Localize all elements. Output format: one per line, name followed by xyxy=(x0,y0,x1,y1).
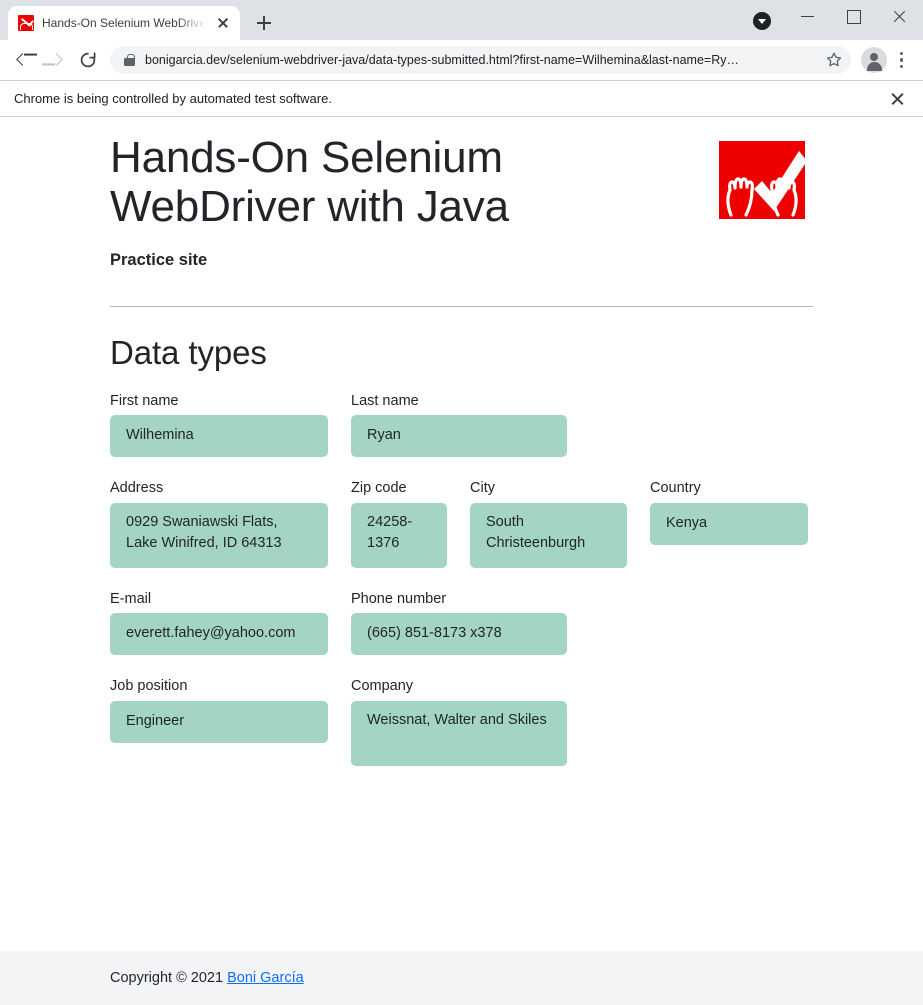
new-tab-button[interactable] xyxy=(250,9,278,37)
close-icon[interactable] xyxy=(214,14,232,32)
value-phone-number[interactable]: (665) 851-8173 x378 xyxy=(351,613,567,656)
label-company: Company xyxy=(351,678,414,695)
tab-strip: Hands-On Selenium WebDriver w xyxy=(0,0,923,40)
bookmark-star-icon[interactable] xyxy=(821,47,847,73)
label-country: Country xyxy=(650,480,701,497)
browser-toolbar: bonigarcia.dev/selenium-webdriver-java/d… xyxy=(0,40,923,80)
profile-avatar[interactable] xyxy=(861,47,887,73)
field-zip-code: Zip code 24258-1376 xyxy=(351,481,447,568)
data-types-form: First name Wilhemina Last name Ryan Addr… xyxy=(110,394,813,766)
value-zip-code[interactable]: 24258-1376 xyxy=(351,502,447,568)
forward-icon[interactable] xyxy=(40,44,72,76)
field-city: City South Christeenburgh xyxy=(470,481,627,568)
download-chevron-icon[interactable] xyxy=(753,12,771,30)
minimize-icon[interactable] xyxy=(785,0,831,32)
value-company[interactable]: Weissnat, Walter and Skiles xyxy=(351,700,567,766)
form-row: First name Wilhemina Last name Ryan xyxy=(110,394,813,458)
secure-lock-icon xyxy=(124,53,135,67)
hands-on-selenium-logo-icon xyxy=(719,141,805,219)
label-e-mail: E-mail xyxy=(110,590,152,607)
field-phone-number: Phone number (665) 851-8173 x378 xyxy=(351,592,567,656)
value-first-name[interactable]: Wilhemina xyxy=(110,415,328,458)
window-close-icon[interactable] xyxy=(877,0,923,32)
field-last-name: Last name Ryan xyxy=(351,394,567,458)
value-e-mail[interactable]: everett.fahey@yahoo.com xyxy=(110,613,328,656)
field-e-mail: E-mail everett.fahey@yahoo.com xyxy=(110,592,328,656)
label-address: Address xyxy=(110,480,164,497)
page-footer: Copyright © 2021 Boni García xyxy=(0,951,923,1005)
label-last-name: Last name xyxy=(351,392,419,409)
browser-tab-active[interactable]: Hands-On Selenium WebDriver w xyxy=(8,6,240,40)
infobar-close-icon[interactable] xyxy=(887,88,909,110)
value-country[interactable]: Kenya xyxy=(650,502,808,545)
copyright-text: Copyright © 2021 Boni García xyxy=(110,970,304,986)
page-subtitle: Practice site xyxy=(110,250,208,269)
value-job-position[interactable]: Engineer xyxy=(110,700,328,743)
page-content: Hands-On Selenium WebDriver with Java Pr… xyxy=(0,117,923,766)
label-city: City xyxy=(470,480,495,497)
url-text: bonigarcia.dev/selenium-webdriver-java/d… xyxy=(145,53,739,67)
form-row: Address 0929 Swaniawski Flats, Lake Wini… xyxy=(110,481,813,568)
label-job-position: Job position xyxy=(110,678,188,695)
back-icon[interactable] xyxy=(8,44,40,76)
label-zip-code: Zip code xyxy=(351,480,407,497)
site-favicon-icon xyxy=(18,15,34,31)
field-company: Company Weissnat, Walter and Skiles xyxy=(351,679,567,766)
address-bar[interactable]: bonigarcia.dev/selenium-webdriver-java/d… xyxy=(110,46,851,74)
page-hero: Hands-On Selenium WebDriver with Java Pr… xyxy=(110,117,813,270)
chrome-menu-icon[interactable] xyxy=(887,46,915,74)
field-country: Country Kenya xyxy=(650,481,808,568)
automation-infobar: Chrome is being controlled by automated … xyxy=(0,80,923,117)
value-address[interactable]: 0929 Swaniawski Flats, Lake Winifred, ID… xyxy=(110,502,328,568)
tab-title: Hands-On Selenium WebDriver w xyxy=(42,16,206,30)
form-row: Job position Engineer Company Weissnat, … xyxy=(110,679,813,766)
infobar-message: Chrome is being controlled by automated … xyxy=(14,91,332,106)
header-divider xyxy=(110,305,813,307)
page-title: Hands-On Selenium WebDriver with Java xyxy=(110,133,509,232)
value-last-name[interactable]: Ryan xyxy=(351,415,567,458)
label-phone-number: Phone number xyxy=(351,590,447,607)
section-title: Data types xyxy=(110,333,267,371)
author-link[interactable]: Boni García xyxy=(227,970,304,986)
field-first-name: First name Wilhemina xyxy=(110,394,328,458)
form-row: E-mail everett.fahey@yahoo.com Phone num… xyxy=(110,592,813,656)
page-viewport: Hands-On Selenium WebDriver with Java Pr… xyxy=(0,117,923,1005)
window-controls xyxy=(785,0,923,32)
hero-text: Hands-On Selenium WebDriver with Java Pr… xyxy=(110,133,719,270)
reload-icon[interactable] xyxy=(72,44,104,76)
maximize-icon[interactable] xyxy=(831,0,877,32)
value-city[interactable]: South Christeenburgh xyxy=(470,502,627,568)
label-first-name: First name xyxy=(110,392,179,409)
copyright-prefix: Copyright © 2021 xyxy=(110,970,228,986)
field-job-position: Job position Engineer xyxy=(110,679,328,766)
field-address: Address 0929 Swaniawski Flats, Lake Wini… xyxy=(110,481,328,568)
